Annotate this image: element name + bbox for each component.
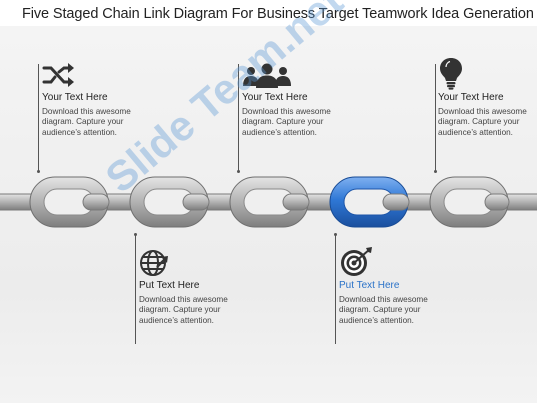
callout-heading: Put Text Here bbox=[139, 280, 200, 291]
connector-dot-4 bbox=[334, 233, 337, 236]
callout-stage-2: Put Text Here Download this awesome diag… bbox=[139, 248, 239, 326]
connector-dot-1 bbox=[37, 170, 40, 173]
globe-icon bbox=[140, 250, 168, 276]
callout-heading: Put Text Here bbox=[339, 280, 400, 291]
connector-dot-2 bbox=[134, 233, 137, 236]
callout-stage-1: Your Text Here Download this awesome dia… bbox=[42, 60, 142, 138]
chain-diagram bbox=[0, 176, 537, 228]
chain-link-4-highlighted bbox=[329, 176, 409, 228]
callout-heading: Your Text Here bbox=[438, 92, 504, 103]
connector-dot-5 bbox=[434, 170, 437, 173]
connector-line-3 bbox=[238, 64, 239, 172]
shuffle-icon bbox=[42, 63, 74, 87]
connector-line-1 bbox=[38, 64, 39, 172]
callout-stage-5: Your Text Here Download this awesome dia… bbox=[438, 57, 537, 138]
callout-body: Download this awesome diagram. Capture y… bbox=[438, 107, 527, 137]
callout-body: Download this awesome diagram. Capture y… bbox=[139, 295, 228, 325]
callout-heading: Your Text Here bbox=[242, 92, 308, 103]
lightbulb-icon bbox=[440, 58, 462, 90]
callout-stage-4: Put Text Here Download this awesome diag… bbox=[339, 246, 439, 326]
target-icon bbox=[341, 247, 372, 276]
connector-line-4 bbox=[335, 234, 336, 344]
team-icon bbox=[243, 63, 291, 88]
callout-body: Download this awesome diagram. Capture y… bbox=[242, 107, 331, 137]
connector-line-2 bbox=[135, 234, 136, 344]
page-title: Five Staged Chain Link Diagram For Busin… bbox=[22, 6, 534, 22]
connector-dot-3 bbox=[237, 170, 240, 173]
connector-line-5 bbox=[435, 64, 436, 172]
callout-body: Download this awesome diagram. Capture y… bbox=[42, 107, 131, 137]
chain-link-5 bbox=[429, 176, 509, 228]
callout-stage-3: Your Text Here Download this awesome dia… bbox=[242, 60, 342, 138]
callout-body: Download this awesome diagram. Capture y… bbox=[339, 295, 428, 325]
chain-link-3 bbox=[229, 176, 309, 228]
chain-link-1 bbox=[29, 176, 109, 228]
callout-heading: Your Text Here bbox=[42, 92, 108, 103]
